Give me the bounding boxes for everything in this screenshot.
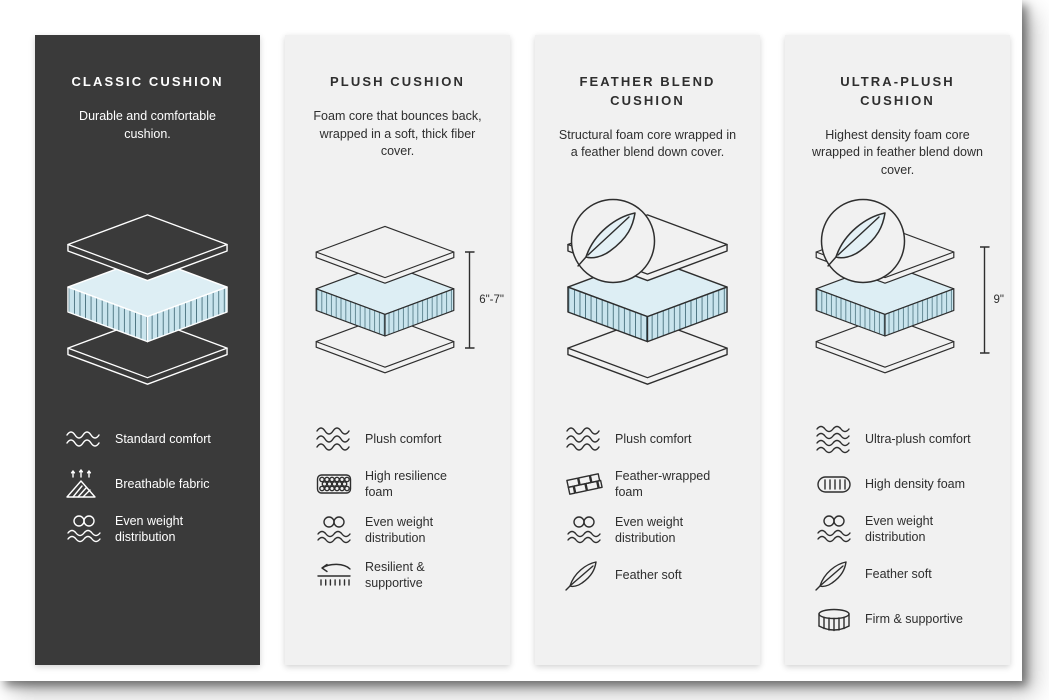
feature-list: Plush comfort High resilienc [305, 415, 490, 592]
measurement-bracket-icon [465, 251, 475, 349]
feature-row: Feather soft [565, 559, 740, 591]
card-classic-cushion: CLASSIC CUSHION Durable and comfortable … [35, 35, 260, 665]
feature-row: Feather soft [815, 559, 990, 591]
feather-badge-icon [570, 198, 656, 284]
feature-list: Plush comfort Feather-wrapped foam [555, 415, 740, 591]
high-density-foam-icon [815, 468, 865, 500]
feature-label: Feather-wrapped foam [615, 469, 711, 500]
feature-label: Even weight distribution [865, 514, 934, 545]
feature-row: High resilience foam [315, 468, 490, 501]
cushion-diagram [55, 185, 240, 415]
card-head: FEATHER BLEND CUSHION Structural foam co… [555, 73, 740, 185]
feature-label: High resilience foam [365, 469, 447, 500]
feature-row: Even weight distribution [65, 513, 240, 546]
feature-list: Standard comfort Breathable fabric [55, 415, 240, 546]
feature-label: Even weight distribution [365, 514, 434, 545]
cushion-diagram [555, 185, 740, 415]
waves-icon [65, 423, 115, 455]
feature-label: Even weight distribution [115, 514, 184, 545]
feather-icon [815, 559, 865, 591]
feature-label: High density foam [865, 476, 966, 491]
card-title: FEATHER BLEND CUSHION [579, 74, 716, 108]
waves-icon [565, 423, 615, 455]
measurement-label: 9" [993, 294, 1004, 306]
card-description: Highest density foam core wrapped in fea… [812, 127, 983, 178]
feature-label: Feather soft [865, 567, 932, 582]
card-ultra-plush-cushion: ULTRA-PLUSH CUSHION Highest density foam… [785, 35, 1010, 665]
even-weight-icon [815, 513, 865, 545]
even-weight-icon [65, 513, 115, 545]
cushion-layers-illustration [315, 225, 455, 374]
measurement-label: 6"-7" [479, 294, 504, 306]
waves-icon [815, 423, 865, 455]
cushion-diagram: 9" [805, 185, 1004, 415]
card-description: Durable and comfortable cushion. [79, 108, 216, 141]
feature-label: Plush comfort [615, 431, 692, 446]
feature-row: Even weight distribution [315, 514, 490, 547]
even-weight-icon [565, 514, 615, 546]
feature-label: Feather soft [615, 567, 682, 582]
feature-label: Firm & supportive [865, 612, 963, 627]
feature-row: Even weight distribution [565, 514, 740, 547]
infographic-sheet: CLASSIC CUSHION Durable and comfortable … [35, 35, 1010, 665]
feature-label: Plush comfort [365, 431, 442, 446]
resilience-foam-icon [315, 468, 365, 500]
card-title: ULTRA-PLUSH CUSHION [840, 74, 955, 108]
feather-badge-icon [820, 198, 906, 284]
card-head: ULTRA-PLUSH CUSHION Highest density foam… [805, 73, 990, 185]
cushion-layers-illustration [67, 214, 228, 385]
measurement-bracket-icon [979, 246, 990, 354]
feature-row: Even weight distribution [815, 513, 990, 546]
firm-supportive-icon [815, 604, 865, 636]
card-description: Structural foam core wrapped in a feathe… [558, 127, 737, 160]
feature-row: Firm & supportive [815, 604, 990, 636]
breathable-icon [65, 468, 115, 500]
feature-row: Feather-wrapped foam [565, 468, 740, 501]
feather-icon [565, 559, 615, 591]
height-measurement: 9" [979, 245, 1004, 355]
feature-label: Ultra-plush comfort [865, 431, 971, 446]
feature-list: Ultra-plush comfort High density foam [805, 415, 990, 636]
feature-row: Resilient & supportive [315, 559, 490, 592]
feature-row: Ultra-plush comfort [815, 423, 990, 455]
feature-row: Standard comfort [65, 423, 240, 455]
even-weight-icon [315, 514, 365, 546]
feather-wrapped-foam-icon [565, 468, 615, 500]
cushion-diagram: 6"-7" [305, 185, 504, 415]
height-measurement: 6"-7" [465, 250, 504, 350]
card-title: PLUSH CUSHION [330, 74, 465, 89]
feature-row: High density foam [815, 468, 990, 500]
feature-label: Even weight distribution [615, 514, 684, 545]
feature-row: Breathable fabric [65, 468, 240, 500]
feature-label: Standard comfort [115, 431, 211, 446]
card-head: CLASSIC CUSHION Durable and comfortable … [55, 73, 240, 185]
feature-row: Plush comfort [565, 423, 740, 455]
feature-label: Resilient & supportive [365, 560, 425, 591]
feature-label: Breathable fabric [115, 476, 210, 491]
cushion-comparison: CLASSIC CUSHION Durable and comfortable … [35, 35, 1010, 665]
card-feather-blend-cushion: FEATHER BLEND CUSHION Structural foam co… [535, 35, 760, 665]
card-description: Foam core that bounces back, wrapped in … [313, 108, 482, 159]
resilient-supportive-icon [315, 559, 365, 591]
waves-icon [315, 423, 365, 455]
card-head: PLUSH CUSHION Foam core that bounces bac… [305, 73, 490, 185]
card-title: CLASSIC CUSHION [71, 74, 224, 89]
feature-row: Plush comfort [315, 423, 490, 455]
card-plush-cushion: PLUSH CUSHION Foam core that bounces bac… [285, 35, 510, 665]
